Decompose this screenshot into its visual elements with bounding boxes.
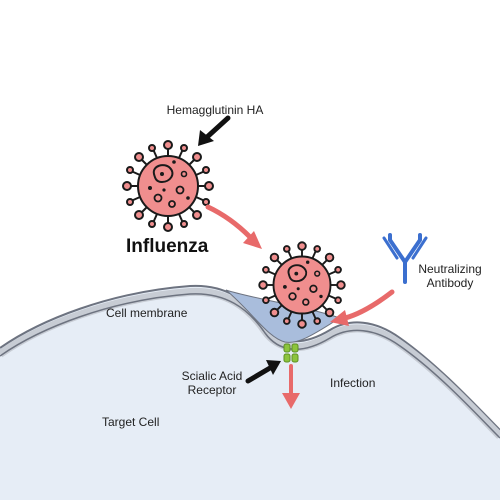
- infection-label: Infection: [330, 376, 376, 390]
- target-cell-label: Target Cell: [102, 415, 160, 429]
- antibody-icon: [382, 233, 428, 284]
- target-cell-body: [0, 285, 500, 500]
- diagram-title: Influenza: [126, 236, 209, 257]
- arrow-icon-neutralize: [330, 289, 395, 326]
- virus-icon-bound: [258, 241, 346, 329]
- arrow-icon-attach: [205, 204, 262, 249]
- cell-membrane-label: Cell membrane: [106, 306, 188, 320]
- arrow-icon-infection: [282, 364, 300, 409]
- cell-membrane-band: [0, 287, 500, 439]
- virus-icon-free: [122, 140, 214, 232]
- antibody-label-line1: Neutralizing: [418, 262, 482, 276]
- hemagglutinin-label: Hemagglutinin HA: [166, 103, 264, 117]
- arrow-icon-receptor: [245, 360, 281, 384]
- receptor-icon: [283, 343, 299, 363]
- antibody-label-line2: Antibody: [426, 276, 474, 290]
- arrow-icon-hemagglutinin: [198, 115, 231, 146]
- antibody-label: Neutralizing Antibody: [415, 262, 485, 290]
- receptor-label-line2: Receptor: [187, 383, 237, 397]
- receptor-label-line1: Scialic Acid: [181, 369, 243, 383]
- cell-membrane-inner: [0, 293, 500, 439]
- receptor-label: Scialic Acid Receptor: [172, 369, 252, 397]
